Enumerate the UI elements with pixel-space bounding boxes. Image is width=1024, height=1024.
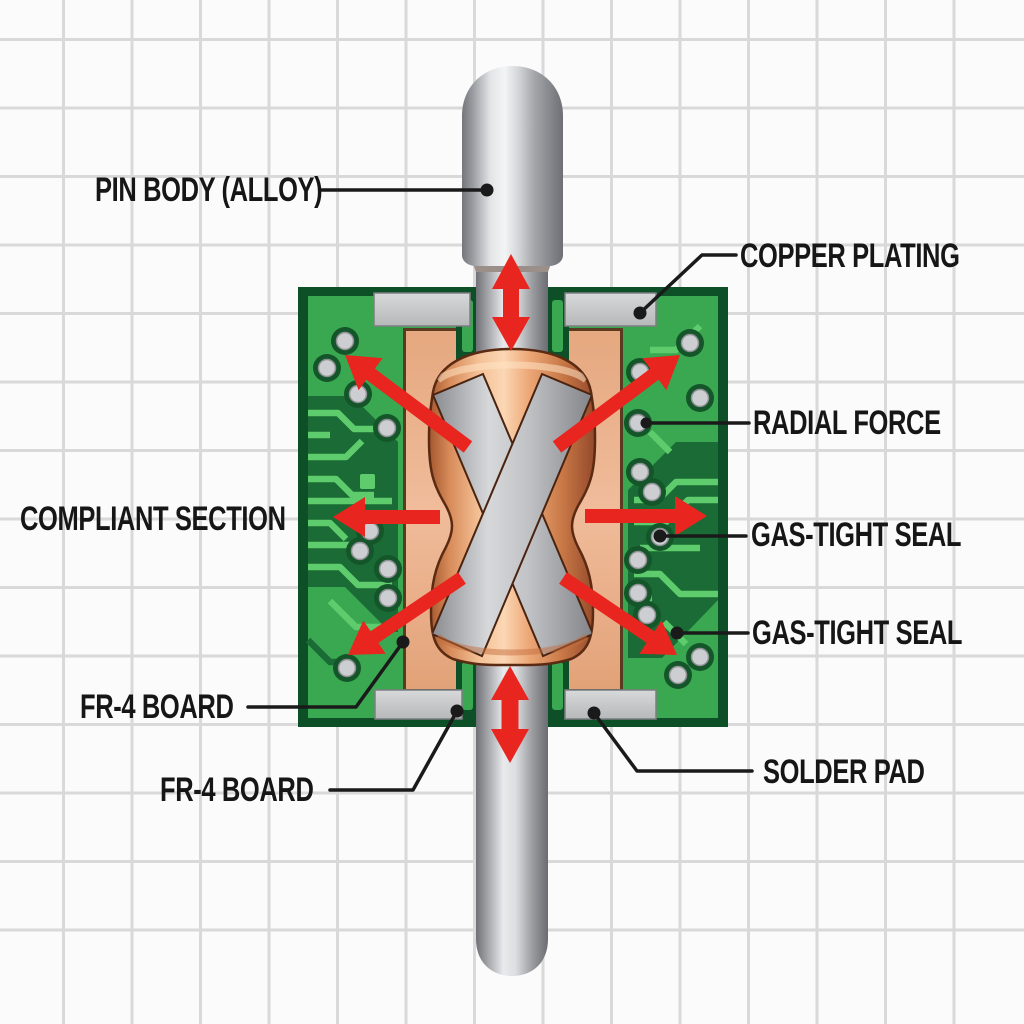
radial-force-down-right-arrow: [559, 572, 677, 655]
label-fr4-board-1: FR-4 BOARD: [80, 688, 234, 726]
leader-dot-fr4-board-2: [450, 704, 464, 718]
leader-dot-gas-tight-seal-2: [670, 626, 684, 640]
trace-pad-square: [360, 474, 375, 489]
circuit-traces-right: [634, 323, 718, 647]
leader-dot-solder-pad: [587, 706, 601, 720]
radial-force-up-right-arrow: [552, 355, 680, 453]
label-gas-tight-seal-2: GAS-TIGHT SEAL: [752, 614, 963, 652]
radial-force-up-left-arrow: [345, 355, 473, 453]
leader-dot-gas-tight-seal-1: [653, 529, 667, 543]
compliant-section-copper: [427, 347, 597, 667]
leader-solder-pad: [592, 711, 754, 773]
pad-top-left: [373, 292, 471, 327]
solder-pads: [373, 292, 657, 720]
force-arrows: [333, 254, 707, 763]
leader-dot-radial-force: [640, 417, 652, 429]
label-fr4-board-2: FR-4 BOARD: [160, 771, 314, 809]
leader-dot-pin-body: [480, 183, 494, 197]
label-copper-plating: COPPER PLATING: [740, 237, 960, 275]
pad-bottom-left: [374, 689, 463, 720]
leader-fr4-board-2: [328, 709, 459, 792]
pad-bottom-right: [564, 689, 657, 720]
radial-force-right-arrow: [585, 496, 707, 536]
leader-lines: [246, 188, 754, 792]
pin-cap: [462, 66, 563, 266]
leader-dots: [396, 183, 684, 720]
label-compliant-section: COMPLIANT SECTION: [20, 500, 286, 538]
pin-shaft-bottom: [476, 640, 548, 976]
leader-fr4-board-1: [246, 640, 405, 709]
label-gas-tight-seal-1: GAS-TIGHT SEAL: [751, 516, 962, 554]
leader-dot-copper-plating: [633, 306, 647, 320]
leader-copper-plating: [638, 253, 738, 315]
radial-force-down-left-arrow: [348, 572, 466, 655]
copper-highlight-top: [435, 361, 589, 383]
radial-force-left-arrow: [333, 497, 440, 537]
copper-shade-bottom: [435, 633, 589, 656]
axial-force-top-double-arrow: [492, 254, 530, 351]
vias: [313, 327, 714, 689]
pin-body: [462, 66, 563, 976]
axial-force-bottom-double-arrow: [491, 666, 529, 763]
label-solder-pad: SOLDER PAD: [763, 753, 925, 791]
label-pin-body: PIN BODY (ALLOY): [95, 171, 323, 209]
leader-dot-fr4-board-1: [396, 635, 410, 649]
label-radial-force: RADIAL FORCE: [753, 404, 941, 442]
